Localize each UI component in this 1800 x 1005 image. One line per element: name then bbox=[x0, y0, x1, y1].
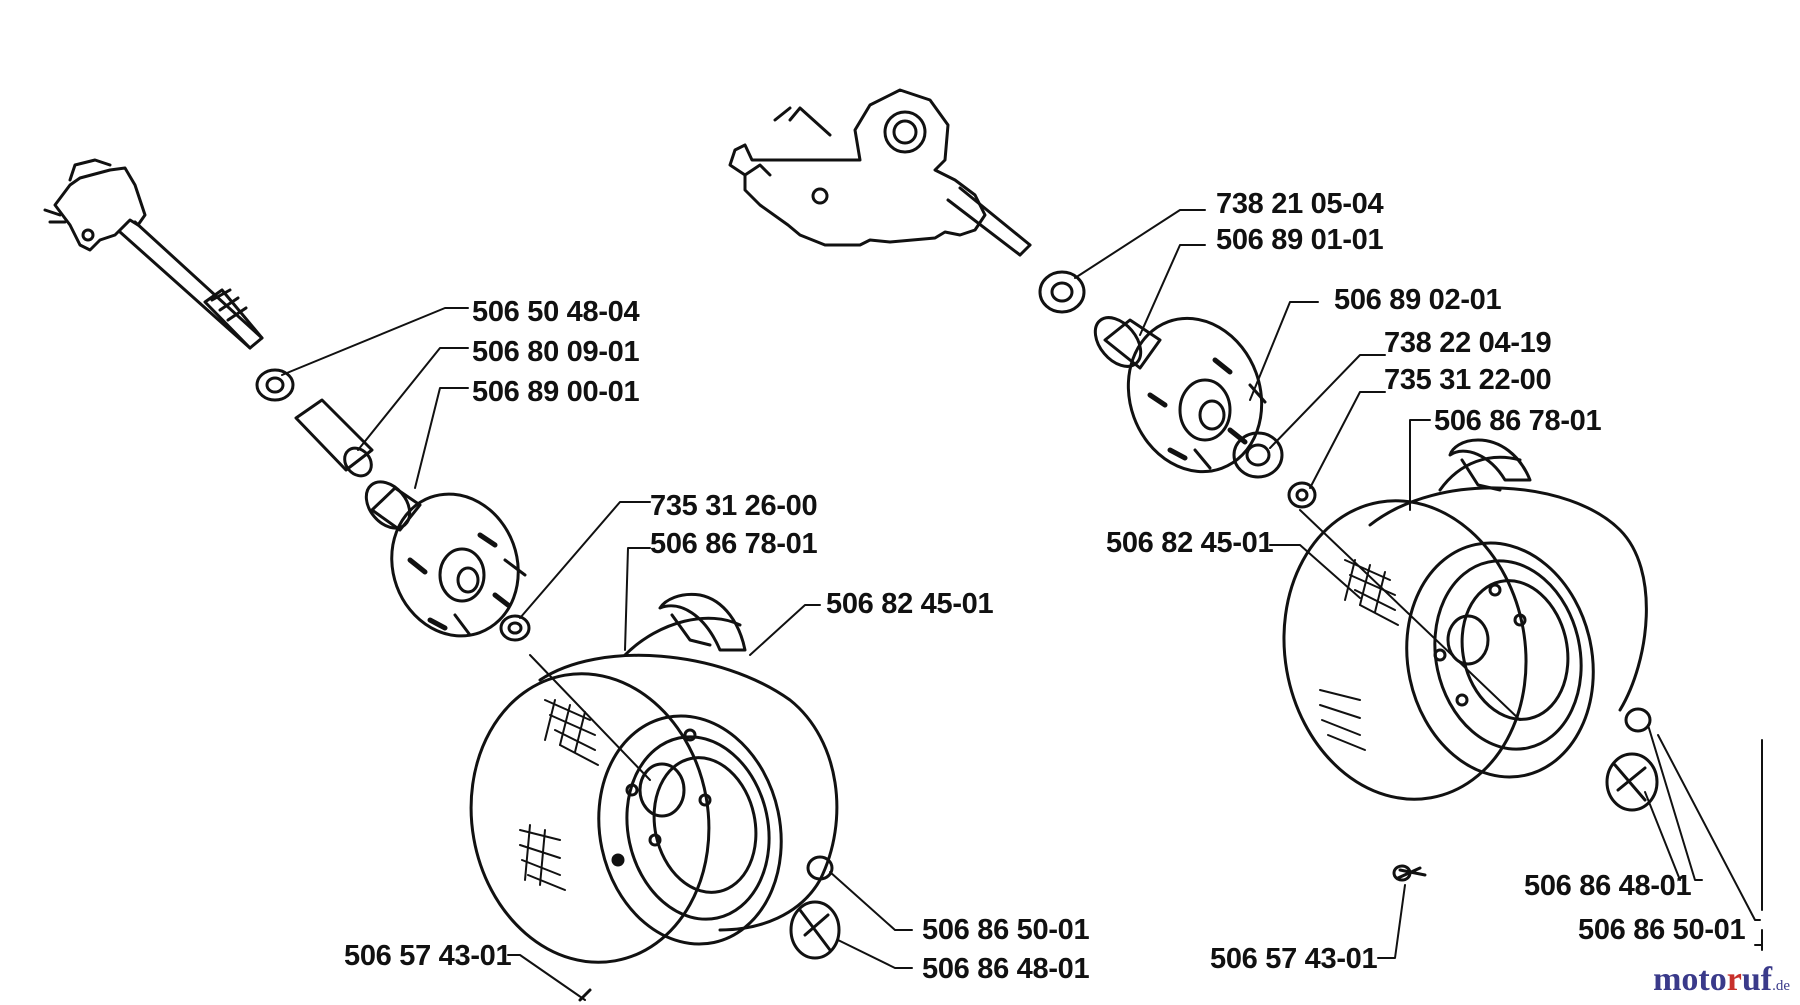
left-tire-506824501 bbox=[469, 592, 839, 964]
left-hub-506890001 bbox=[364, 480, 527, 638]
label-506-86-48-01-left: 506 86 48-01 bbox=[922, 953, 1090, 985]
label-506-82-45-01-left: 506 82 45-01 bbox=[826, 588, 994, 620]
label-506-86-78-01-left: 506 86 78-01 bbox=[650, 528, 818, 560]
left-nut-506865001 bbox=[806, 855, 834, 881]
label-506-89-01-01: 506 89 01-01 bbox=[1216, 224, 1384, 256]
right-rim-506867801 bbox=[1405, 541, 1595, 779]
label-738-22-04-19: 738 22 04-19 bbox=[1384, 327, 1552, 359]
label-506-57-43-01-left: 506 57 43-01 bbox=[344, 940, 512, 972]
left-washer-735312600 bbox=[499, 614, 531, 642]
left-rim-506867801 bbox=[597, 714, 783, 946]
label-735-31-22-00: 735 31 22-00 bbox=[1384, 364, 1552, 396]
right-tire-506824501 bbox=[1282, 438, 1648, 801]
right-stub-shaft bbox=[946, 186, 1032, 257]
left-axle-shaft bbox=[118, 220, 264, 350]
label-506-82-45-01-right: 506 82 45-01 bbox=[1106, 527, 1274, 559]
right-bearing-738210504 bbox=[1038, 270, 1086, 314]
right-bolt-506574301 bbox=[1392, 864, 1427, 882]
label-506-86-78-01-right: 506 86 78-01 bbox=[1434, 405, 1602, 437]
label-506-89-00-01: 506 89 00-01 bbox=[472, 376, 640, 408]
logo-text-2: r bbox=[1726, 961, 1742, 998]
left-spacer-506800901 bbox=[294, 398, 374, 478]
right-axle-line bbox=[1299, 509, 1521, 721]
logo-text-4: .de bbox=[1772, 978, 1790, 994]
right-nut-506865001 bbox=[1624, 707, 1652, 733]
left-nut-506504804 bbox=[255, 368, 295, 402]
label-506-80-09-01: 506 80 09-01 bbox=[472, 336, 640, 368]
label-506-86-48-01-right: 506 86 48-01 bbox=[1524, 870, 1692, 902]
left-axle-line bbox=[529, 654, 651, 781]
label-506-57-43-01-right: 506 57 43-01 bbox=[1210, 943, 1378, 975]
logo-text-1: moto bbox=[1653, 961, 1727, 998]
right-washer-735312200 bbox=[1287, 481, 1317, 509]
label-506-86-50-01-left: 506 86 50-01 bbox=[922, 914, 1090, 946]
label-506-50-48-04: 506 50 48-04 bbox=[472, 296, 640, 328]
motoruf-logo: motoruf.de bbox=[1653, 961, 1790, 999]
label-735-31-26-00: 735 31 26-00 bbox=[650, 490, 818, 522]
left-leader-lines bbox=[281, 307, 913, 1001]
right-bearing-738220419 bbox=[1232, 431, 1284, 479]
right-hub-506890101 bbox=[1093, 316, 1267, 474]
label-506-89-02-01: 506 89 02-01 bbox=[1334, 284, 1502, 316]
right-leader-lines bbox=[1074, 209, 1763, 959]
left-cap-506864801 bbox=[789, 900, 841, 960]
label-738-21-05-04: 738 21 05-04 bbox=[1216, 188, 1384, 220]
right-cap-506864801 bbox=[1605, 752, 1659, 812]
left-bracket bbox=[43, 158, 147, 252]
label-506-86-50-01-right: 506 86 50-01 bbox=[1578, 914, 1746, 946]
right-bracket bbox=[728, 88, 987, 247]
logo-text-3: uf bbox=[1741, 961, 1773, 998]
